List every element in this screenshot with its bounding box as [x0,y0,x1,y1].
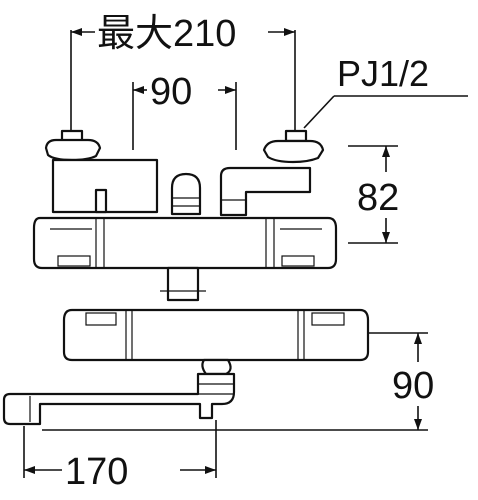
side-body-bar [62,308,370,362]
dim-inlet-spacing-label: 90 [150,71,192,113]
spout-arm [2,358,236,426]
thread-spec-callout: PJ1/2 [303,53,468,129]
dim-inlet-height-label: 82 [357,177,399,219]
dim-spout-height-label: 90 [392,365,434,407]
dim-overall-width: 最大210 [70,13,296,132]
left-inlet-fitting [44,129,159,214]
dim-spout-length: 170 [23,420,217,493]
thread-spec-label: PJ1/2 [337,53,429,94]
outlet-pipe-stub [160,266,206,302]
dim-spout-length-label: 170 [65,451,128,493]
main-body-bar [32,216,338,270]
faucet-side-view [2,308,370,426]
dim-spout-height: 90 [42,332,434,431]
dim-overall-width-label: 最大210 [97,13,236,55]
dim-inlet-spacing: 90 [132,71,237,150]
right-inlet-fitting [219,129,325,217]
dim-inlet-height: 82 [348,145,399,244]
center-knob [170,172,202,216]
faucet-front-view [32,129,338,302]
